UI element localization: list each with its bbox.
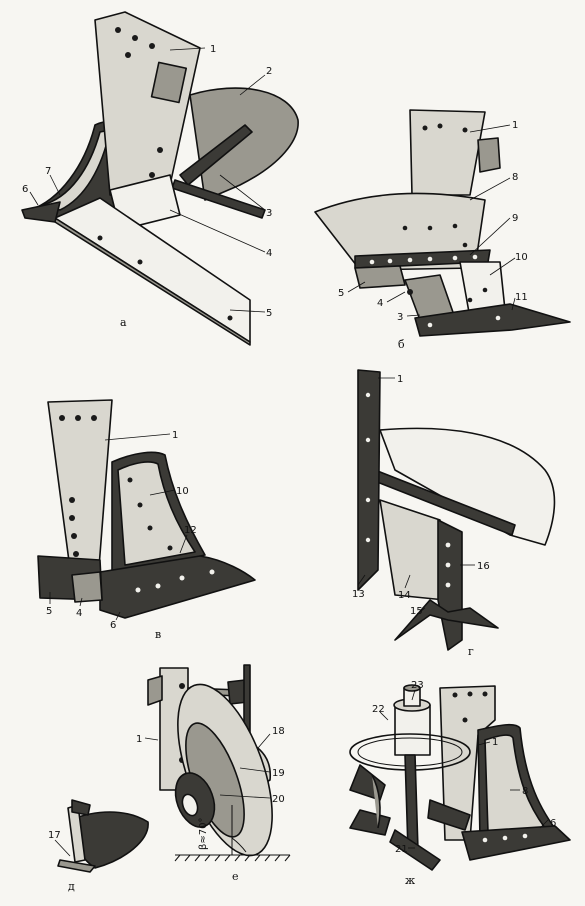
panel-d-leaders <box>54 839 71 857</box>
panel-e-label-20: 20 <box>272 794 285 805</box>
panel-v-label-4: 4 <box>76 608 82 619</box>
panel-e-leaders <box>144 733 271 799</box>
panel-g-drawing <box>357 369 556 651</box>
panel-zh-label-21: 21 <box>395 844 408 855</box>
panel-b-label-1: 1 <box>512 120 518 131</box>
panel-zh-label-23: 23 <box>411 680 424 691</box>
panel-b-leaders <box>347 124 516 317</box>
panel-b-label-9: 9 <box>512 213 518 224</box>
panel-a-label-7: 7 <box>45 166 51 177</box>
panel-b-drawing <box>314 109 571 337</box>
panel-a-label-4: 4 <box>266 248 272 259</box>
panel-a-label-2: 2 <box>266 66 272 77</box>
panel-zh-label-1: 1 <box>492 737 498 748</box>
panel-zh-caption: ж <box>405 874 415 887</box>
panel-b-label-3: 3 <box>397 312 403 323</box>
panel-a-label-5: 5 <box>266 308 272 319</box>
panel-v-leaders <box>49 433 188 621</box>
panel-zh-label-6: 6 <box>550 818 556 829</box>
panel-a-label-3: 3 <box>266 208 272 219</box>
panel-g-caption: г <box>468 645 474 658</box>
panel-e-label-18: 18 <box>272 726 285 737</box>
panel-v-label-5: 5 <box>46 606 52 617</box>
panel-b-label-11: 11 <box>515 292 528 303</box>
panel-e-label-19: 19 <box>272 768 285 779</box>
panel-a-caption: а <box>120 316 127 329</box>
panel-v-label-1: 1 <box>172 430 178 441</box>
panel-v-label-12: 12 <box>184 525 197 536</box>
panel-e-angle: β≈70° <box>198 818 209 851</box>
panel-g-label-13: 13 <box>352 589 365 600</box>
panel-v-label-10: 10 <box>176 486 189 497</box>
panel-b-label-4: 4 <box>377 298 383 309</box>
panel-a-label-1: 1 <box>210 44 216 55</box>
panel-d-label-17: 17 <box>48 830 61 841</box>
panel-a-leaders <box>29 47 266 313</box>
panel-g-label-15: 15 <box>410 606 423 617</box>
panel-v-label-6: 6 <box>110 620 116 631</box>
panel-b-caption: б <box>398 338 405 351</box>
panel-zh-label-8: 8 <box>522 786 528 797</box>
panel-g-leaders <box>357 377 475 613</box>
panel-e-caption: е <box>232 870 239 883</box>
panel-zh-drawing <box>349 684 571 871</box>
panel-v-drawing <box>37 399 256 619</box>
panel-g-label-16: 16 <box>477 561 490 572</box>
panel-g-label-1: 1 <box>397 374 403 385</box>
panel-a-label-6: 6 <box>22 184 28 195</box>
panel-g-label-14: 14 <box>398 590 411 601</box>
panel-zh-label-22: 22 <box>372 704 385 715</box>
panel-v-caption: в <box>155 628 161 641</box>
panel-b-label-10: 10 <box>515 252 528 263</box>
panel-e-drawing <box>147 664 291 862</box>
panel-b-label-5: 5 <box>338 288 344 299</box>
panel-d-caption: д <box>68 880 75 893</box>
panel-a-drawing <box>21 11 299 346</box>
panel-e-label-1: 1 <box>136 734 142 745</box>
panel-d-drawing <box>57 799 149 873</box>
panel-zh-leaders <box>379 689 549 849</box>
panel-b-label-8: 8 <box>512 172 518 183</box>
